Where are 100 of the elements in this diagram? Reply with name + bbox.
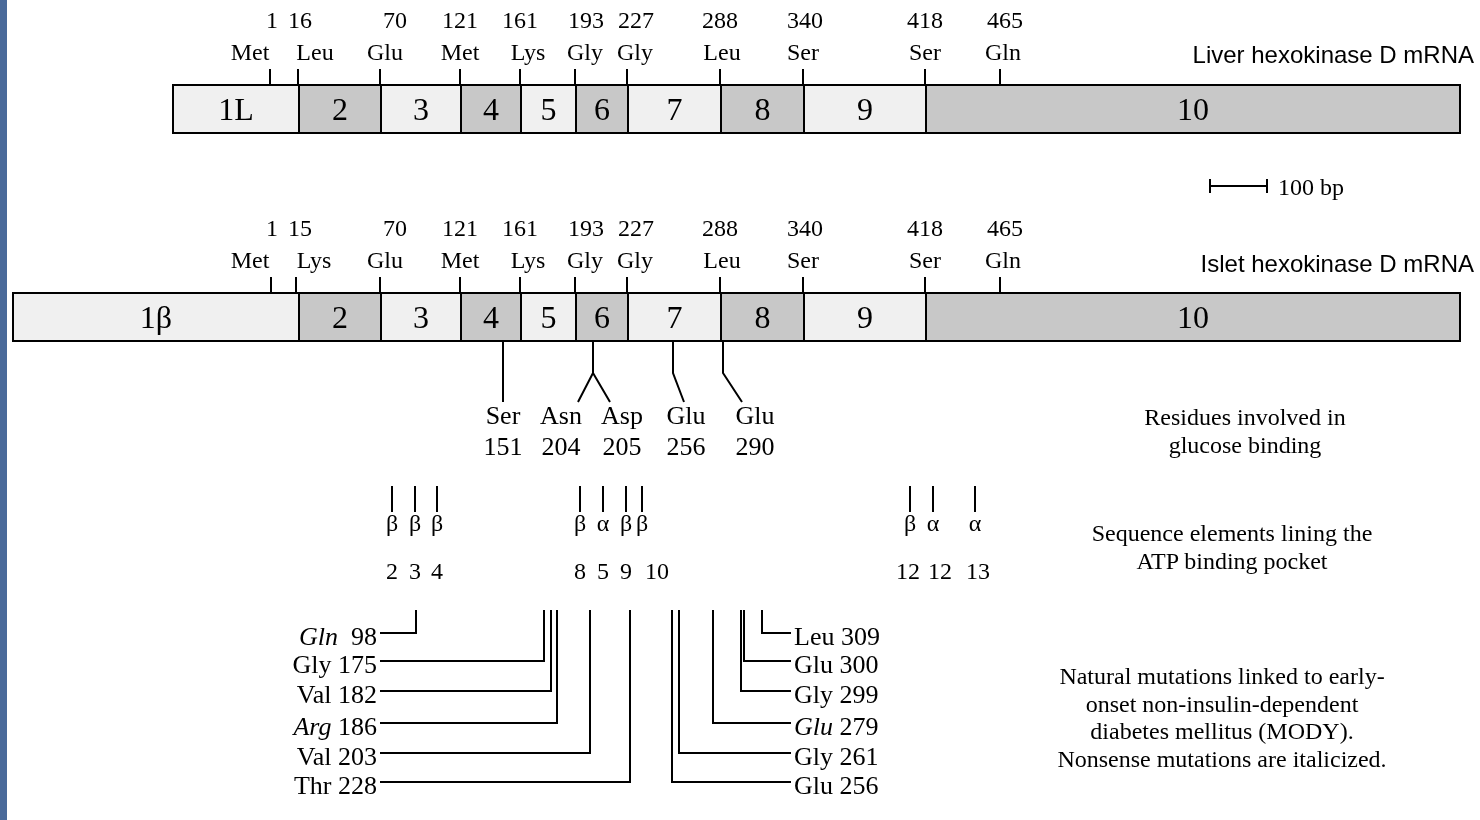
leader-line <box>379 609 552 692</box>
element-number: 9 <box>620 558 632 586</box>
element-number: 10 <box>645 558 669 586</box>
residue-name: Gly <box>617 38 653 68</box>
residue-name: Gln <box>985 38 1021 68</box>
note-text: Sequence elements lining the ATP binding pocket <box>1090 520 1374 576</box>
residue-name: Leu <box>703 246 741 276</box>
scale-label: 100 bp <box>1278 174 1344 202</box>
exon-segment <box>380 84 462 134</box>
mutation-label: Glu 279 <box>794 714 879 740</box>
residue-name: Glu <box>367 38 403 68</box>
position-number: 465 <box>987 214 1023 243</box>
exon-segment <box>627 292 722 342</box>
position-number: 288 <box>702 214 738 243</box>
exon-segment <box>298 84 382 134</box>
position-number: 418 <box>907 6 943 35</box>
exon-segment <box>925 292 1461 342</box>
exon-number: 3 <box>413 301 429 333</box>
exon-number: 3 <box>413 93 429 125</box>
leader-line <box>999 68 1001 85</box>
residue-label: Asn 204 <box>540 400 582 463</box>
leader-line <box>459 276 461 293</box>
residue-name: Leu <box>703 38 741 68</box>
leader-line <box>722 341 743 403</box>
position-number: 15 <box>288 214 312 243</box>
mutation-label: Val 182 <box>296 682 377 708</box>
leader-line <box>740 609 792 692</box>
exon-number: 1L <box>218 93 254 125</box>
exon-number: 9 <box>857 93 873 125</box>
exon-number: 8 <box>754 301 771 333</box>
exon-number: 4 <box>483 301 499 333</box>
secondary-structure-symbol: α <box>968 510 982 538</box>
leader-line <box>924 276 926 293</box>
mutation-label: Glu 256 <box>794 773 879 799</box>
leader-line <box>719 276 721 293</box>
mrna-title: Liver hexokinase D mRNA <box>1192 41 1474 69</box>
leader-line <box>719 68 721 85</box>
leader-line <box>574 68 576 85</box>
leader-line <box>379 609 558 724</box>
exon-number: 10 <box>1177 301 1209 333</box>
exon-number: 8 <box>754 93 771 125</box>
residue-name: Met <box>230 246 270 276</box>
leader-line <box>999 276 1001 293</box>
residue-label: Asp 205 <box>601 400 643 463</box>
exon-segment <box>803 84 927 134</box>
exon-segment <box>575 292 629 342</box>
mrna-title: Islet hexokinase D mRNA <box>1200 250 1474 278</box>
position-number: 121 <box>442 6 478 35</box>
leader-line <box>379 609 591 754</box>
exon-number: 6 <box>594 301 610 333</box>
mutation-label: Val 203 <box>296 744 377 770</box>
leader-line <box>297 68 299 85</box>
exon-number: 5 <box>540 93 557 125</box>
position-number: 193 <box>568 214 604 243</box>
mutation-label: Glu 300 <box>794 652 879 678</box>
leader-line <box>712 609 792 724</box>
secondary-structure-symbol: β <box>430 510 444 538</box>
residue-name: Ser <box>787 246 819 276</box>
secondary-structure-symbol: α <box>596 510 610 538</box>
position-number: 340 <box>787 214 823 243</box>
element-number: 8 <box>574 558 586 586</box>
exon-number: 2 <box>332 93 348 125</box>
leader-line <box>379 609 545 662</box>
leader-line <box>592 341 611 403</box>
exon-segment <box>12 292 300 342</box>
exon-segment <box>627 84 722 134</box>
residue-name: Lys <box>510 246 546 276</box>
secondary-structure-symbol: β <box>408 510 422 538</box>
exon-number: 6 <box>594 93 610 125</box>
residue-name: Glu <box>367 246 403 276</box>
leader-line <box>269 68 271 85</box>
position-number: 418 <box>907 214 943 243</box>
note-text: Natural mutations linked to early-onset non-insulin-dependent diabetes mellitus (MODY). Nonsense mutations are italicized. <box>1056 662 1388 774</box>
exon-segment <box>380 292 462 342</box>
leader-line <box>379 609 417 634</box>
residue-name: Met <box>440 38 480 68</box>
leader-line <box>671 609 792 783</box>
residue-name: Gly <box>617 246 653 276</box>
position-number: 121 <box>442 214 478 243</box>
position-number: 16 <box>288 6 312 35</box>
element-number: 12 <box>896 558 920 586</box>
residue-name: Ser <box>787 38 819 68</box>
position-number: 193 <box>568 6 604 35</box>
element-number: 3 <box>409 558 421 586</box>
exon-number: 2 <box>332 301 348 333</box>
leader-line <box>379 68 381 85</box>
secondary-structure-symbol: β <box>635 510 649 538</box>
position-number: 1 <box>266 214 278 243</box>
exon-segment <box>172 84 300 134</box>
secondary-structure-symbol: α <box>926 510 940 538</box>
position-number: 227 <box>618 214 654 243</box>
exon-number: 7 <box>666 93 683 125</box>
position-number: 288 <box>702 6 738 35</box>
leader-line <box>574 276 576 293</box>
leader-line <box>459 68 461 85</box>
element-number: 4 <box>431 558 443 586</box>
leader-line <box>743 609 792 662</box>
exon-number: 10 <box>1177 93 1209 125</box>
leader-line <box>802 276 804 293</box>
mutation-label: Arg 186 <box>293 714 377 740</box>
